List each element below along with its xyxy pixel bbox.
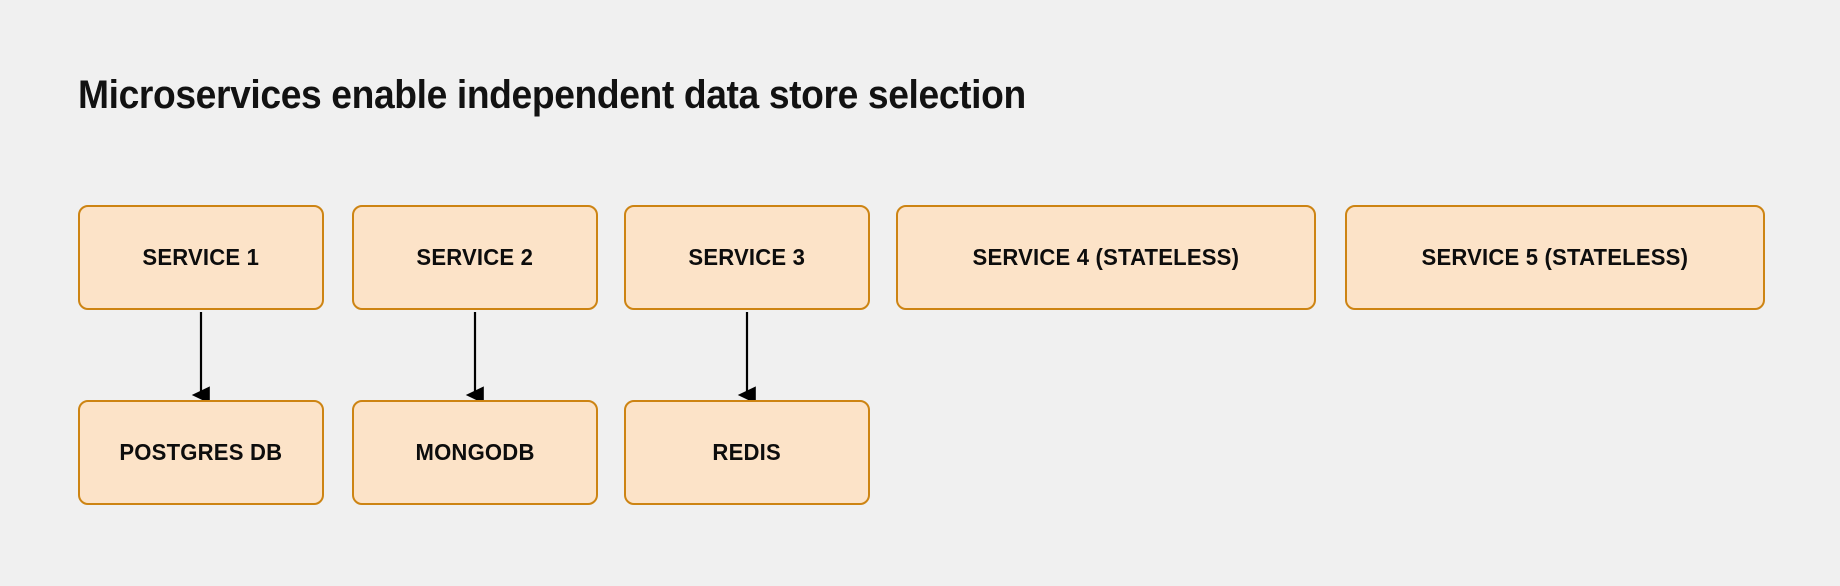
node-label: SERVICE 5 (STATELESS) [1421,244,1689,270]
node-service-2[interactable]: SERVICE 2 [352,205,598,310]
node-service-3[interactable]: SERVICE 3 [624,205,870,310]
node-label: REDIS [712,439,782,465]
node-service-4-stateless[interactable]: SERVICE 4 (STATELESS) [896,205,1316,310]
node-postgres-db[interactable]: POSTGRES DB [78,400,324,505]
node-mongodb[interactable]: MONGODB [352,400,598,505]
node-label: SERVICE 3 [688,244,806,270]
page-title: Microservices enable independent data st… [78,73,1026,117]
node-label: MONGODB [415,439,535,465]
node-service-5-stateless[interactable]: SERVICE 5 (STATELESS) [1345,205,1765,310]
node-label: SERVICE 4 (STATELESS) [972,244,1240,270]
node-label: POSTGRES DB [119,439,283,465]
node-service-1[interactable]: SERVICE 1 [78,205,324,310]
node-redis[interactable]: REDIS [624,400,870,505]
node-label: SERVICE 1 [142,244,260,270]
node-label: SERVICE 2 [416,244,534,270]
